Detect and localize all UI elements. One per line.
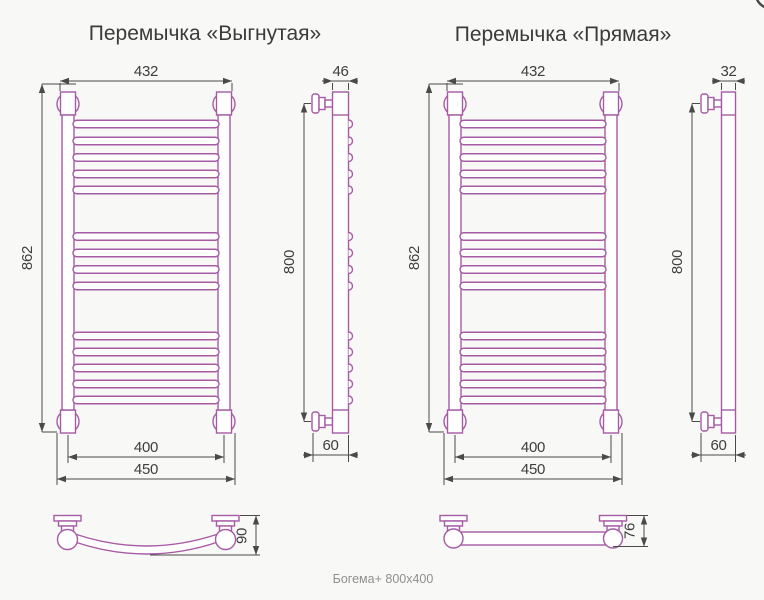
straight-bar-top-view xyxy=(439,514,628,549)
dim-wall-offset: 60 xyxy=(710,437,726,454)
curved-front-view xyxy=(56,91,236,434)
curved-side-dimension-lines xyxy=(300,77,358,462)
curved-rung-bumps xyxy=(348,119,354,405)
straight-side-view xyxy=(700,91,737,434)
curved-bar-dimension-lines xyxy=(150,515,260,556)
dim-axis-width: 400 xyxy=(134,439,158,456)
dim-side-depth: 46 xyxy=(332,63,348,80)
dim-side-height: 800 xyxy=(281,250,298,274)
curved-side-view xyxy=(311,91,354,434)
dim-bar-depth: 76 xyxy=(622,523,639,539)
watermark-arc xyxy=(755,0,764,9)
drawing-straight-title: Перемычка «Прямая» xyxy=(455,23,672,46)
dim-side-height: 800 xyxy=(669,250,686,274)
dim-side-depth: 32 xyxy=(720,63,736,80)
dim-overall-height: 862 xyxy=(19,246,36,270)
model-caption: Богема+ 800x400 xyxy=(333,572,434,586)
drawing-curved: Перемычка «Выгнутая» 432 862 400 450 xyxy=(19,22,358,556)
curved-bar-top-view xyxy=(53,514,240,555)
dim-overall-width: 450 xyxy=(134,461,158,478)
dim-top-width: 432 xyxy=(521,63,545,80)
dim-overall-height: 862 xyxy=(406,246,423,270)
straight-front-view xyxy=(443,91,623,434)
drawing-curved-title: Перемычка «Выгнутая» xyxy=(89,22,321,45)
dim-bar-depth: 90 xyxy=(234,528,251,544)
drawing-straight: Перемычка «Прямая» 432 862 400 450 xyxy=(406,23,746,549)
straight-bar-dimension-lines xyxy=(613,515,648,547)
dim-overall-width: 450 xyxy=(521,461,545,478)
dim-wall-offset: 60 xyxy=(322,437,338,454)
straight-side-dimension-lines xyxy=(688,77,746,462)
dim-top-width: 432 xyxy=(134,63,158,80)
dim-axis-width: 400 xyxy=(521,439,545,456)
